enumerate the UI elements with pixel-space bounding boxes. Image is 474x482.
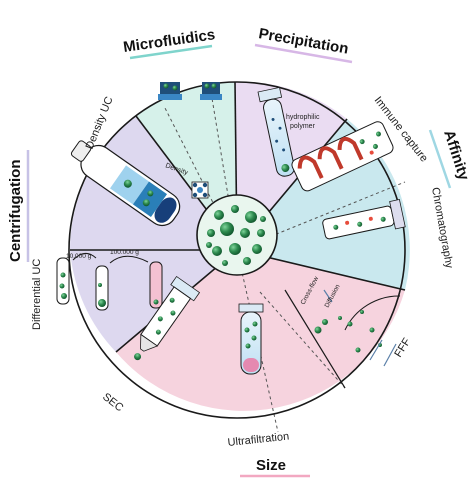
vesicle (229, 243, 241, 255)
center-vesicle-sample (196, 194, 278, 276)
vesicle (220, 222, 234, 236)
vesicle (212, 246, 222, 256)
vesicle (240, 228, 250, 238)
ultrafiltration-illustration (238, 303, 264, 375)
vesicle (257, 229, 265, 237)
hydrophilic-polymer-line2: polymer (290, 123, 316, 130)
speed-high-label: 100.000 g (110, 249, 139, 256)
microfluidics-illustration (158, 82, 222, 199)
immune-capture-illustration (291, 121, 394, 192)
affinity-underline (428, 129, 452, 189)
vesicle (214, 210, 224, 220)
vesicle (231, 205, 239, 213)
method-differential-uc: Differential UC (31, 259, 43, 330)
vesicle (245, 211, 257, 223)
category-centrifugation-label: Centrifugation (7, 160, 24, 263)
vesicle (207, 229, 215, 237)
vesicle (260, 216, 266, 222)
vesicle (206, 242, 212, 248)
sec-illustration (134, 275, 201, 361)
category-precipitation: Precipitation (254, 25, 353, 64)
method-ultrafiltration: Ultrafiltration (227, 431, 290, 449)
microfluidics-underline (129, 44, 213, 60)
method-fff: FFF (392, 336, 413, 360)
method-chromatography: Chromatography (429, 186, 455, 269)
density-uc-illustration (70, 140, 181, 227)
category-microfluidics: Microfluidics (122, 26, 216, 60)
vesicle (222, 260, 228, 266)
category-affinity: Affinity (428, 128, 473, 189)
chromatography-illustration (322, 198, 406, 240)
differential-uc-illustration: 10.000 g 100.000 g (56, 249, 163, 311)
category-size: Size (240, 457, 310, 478)
vesicle (252, 244, 262, 254)
wheel-outline (68, 81, 406, 419)
vesicle (243, 257, 251, 265)
hydrophilic-polymer-line1: hydrophilic (286, 114, 320, 121)
speed-low-label: 10.000 g (66, 253, 92, 260)
precipitation-illustration (257, 86, 295, 177)
category-centrifugation: Centrifugation (7, 150, 30, 263)
precipitation-underline (254, 43, 353, 64)
category-size-label: Size (256, 457, 286, 474)
method-sec: SEC (100, 391, 125, 414)
